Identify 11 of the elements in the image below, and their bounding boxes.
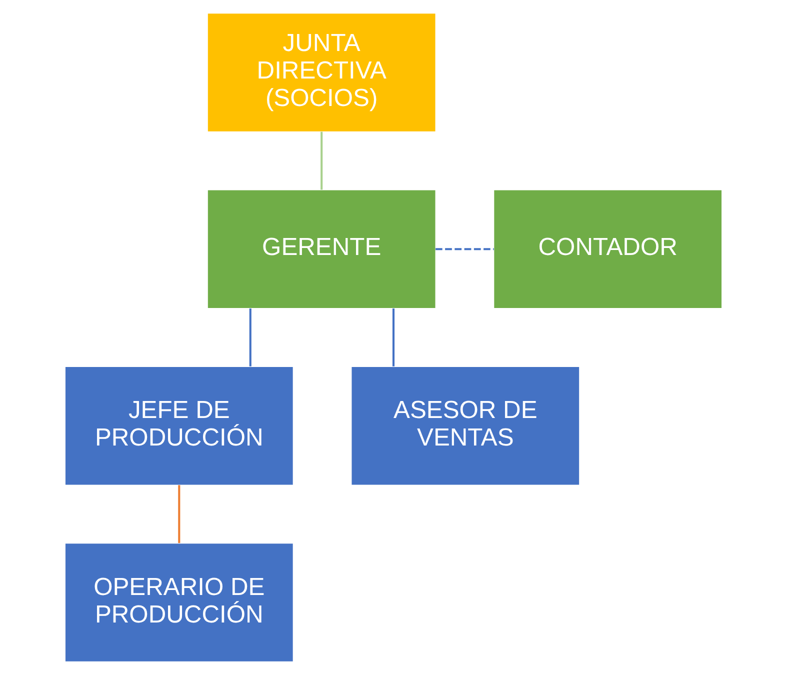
connector	[392, 308, 394, 366]
node-box: ASESOR DE VENTAS	[351, 366, 579, 485]
node-box: JUNTA DIRECTIVA (SOCIOS)	[207, 14, 435, 132]
connector	[178, 485, 180, 544]
node-box: JEFE DE PRODUCCIÓN	[64, 366, 292, 485]
connector	[435, 248, 494, 250]
connector	[248, 308, 251, 366]
node-box: OPERARIO DE PRODUCCIÓN	[64, 544, 292, 662]
connector	[320, 132, 322, 190]
node-box: CONTADOR	[494, 190, 722, 308]
node-box: GERENTE	[207, 190, 435, 308]
